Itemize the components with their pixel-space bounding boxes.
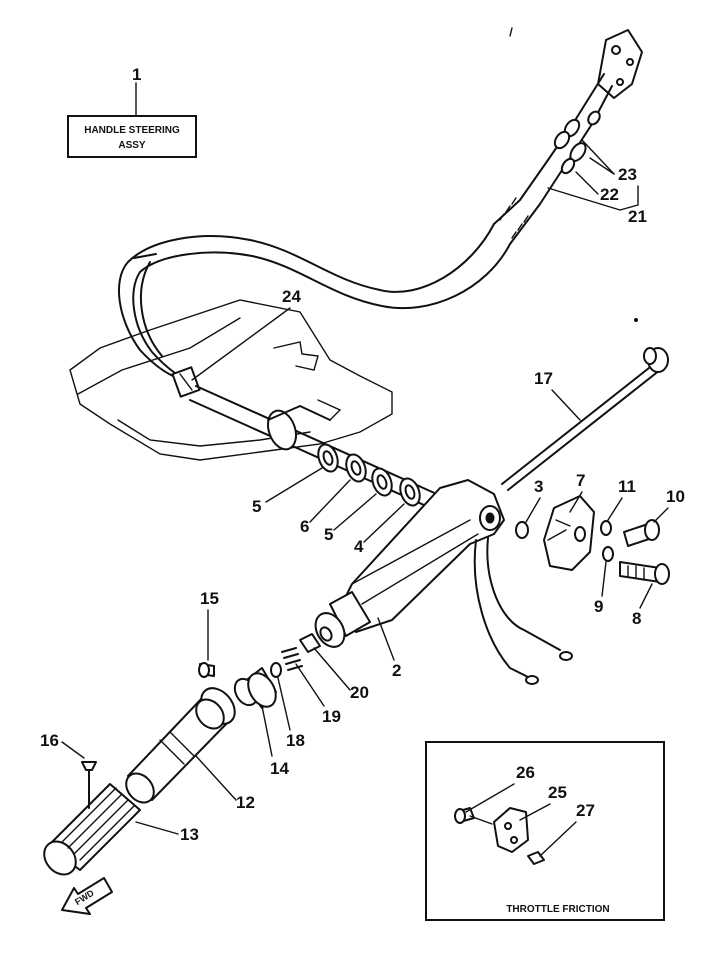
callout-20: 20 — [350, 683, 369, 702]
title-line-1: HANDLE STEERING — [84, 125, 180, 136]
screw-16 — [81, 761, 97, 809]
bolt-8 — [619, 561, 670, 585]
title-line-2: ASSY — [118, 140, 146, 151]
callout-16: 16 — [40, 731, 59, 750]
cable-ends — [493, 73, 613, 245]
callout-26: 26 — [516, 763, 535, 782]
fwd-arrow-icon: FWD — [61, 877, 113, 915]
callout-14: 14 — [270, 759, 289, 778]
inset-caption: THROTTLE FRICTION — [506, 904, 609, 915]
callout-22: 22 — [600, 185, 619, 204]
callout-8: 8 — [632, 609, 641, 628]
callout-18: 18 — [286, 731, 305, 750]
handle-cables — [473, 537, 573, 685]
callout-2: 2 — [392, 661, 401, 680]
washers — [317, 443, 421, 507]
mark — [634, 318, 638, 322]
cowling-outline — [69, 299, 393, 461]
callout-12: 12 — [236, 793, 255, 812]
cables — [117, 223, 511, 385]
callout-13: 13 — [180, 825, 199, 844]
callout-4: 4 — [354, 537, 364, 556]
callout-1: 1 — [132, 65, 141, 84]
mark — [509, 27, 513, 37]
callout-5-b: 5 — [324, 525, 333, 544]
screw-15 — [198, 662, 215, 678]
callout-9: 9 — [594, 597, 603, 616]
washer-11 — [600, 520, 612, 536]
callout-19: 19 — [322, 707, 341, 726]
callout-25: 25 — [548, 783, 567, 802]
title-box: 1 HANDLE STEERING ASSY — [67, 65, 197, 158]
callout-21: 21 — [628, 207, 647, 226]
cable-clamp — [171, 366, 201, 398]
inset-throttle-friction: 26 25 27 THROTTLE FRICTION — [425, 741, 665, 921]
bolt-10 — [623, 519, 660, 547]
callout-10: 10 — [666, 487, 685, 506]
callout-7: 7 — [576, 471, 585, 490]
callout-27: 27 — [576, 801, 595, 820]
steering-handle-body — [314, 479, 505, 648]
inset-frame — [425, 741, 665, 921]
friction-rod — [501, 347, 669, 491]
callout-6: 6 — [300, 517, 309, 536]
callout-11: 11 — [618, 477, 636, 496]
callout-23: 23 — [618, 165, 637, 184]
callout-15: 15 — [200, 589, 219, 608]
washer-3 — [515, 521, 529, 539]
callout-24: 24 — [282, 287, 301, 306]
cable-bracket — [597, 29, 643, 99]
throttle-tube — [125, 687, 236, 804]
throttle-cover — [543, 495, 595, 571]
washer-9 — [602, 546, 614, 562]
friction-parts — [270, 633, 321, 678]
title-box-frame — [67, 115, 197, 158]
callout-5-a: 5 — [252, 497, 261, 516]
callout-17: 17 — [534, 369, 553, 388]
collar-14 — [233, 667, 277, 709]
callout-3: 3 — [534, 477, 543, 496]
